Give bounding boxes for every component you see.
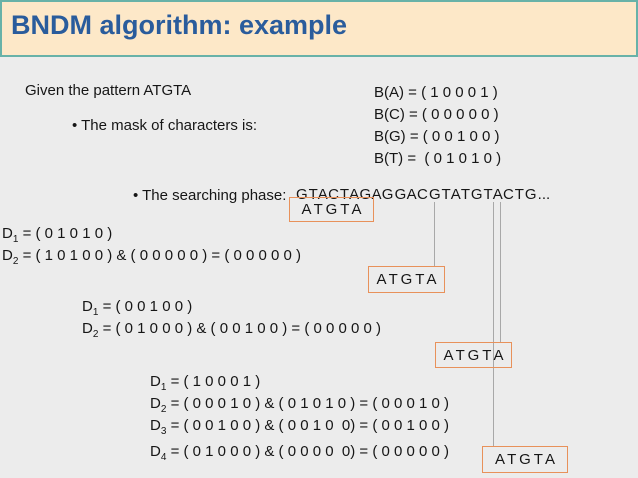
d-label: D (82, 298, 93, 315)
d-vector-text: = ( 0 0 0 1 0 ) & ( 0 1 0 1 0 ) = ( 0 0 … (166, 395, 450, 412)
d-label-subscript: 4 (160, 452, 167, 463)
d-label-subscript: 1 (92, 307, 99, 318)
pattern-box-1: A T G T A (289, 197, 374, 222)
d-label: D (150, 395, 161, 412)
pattern-box-2: A T G T A (368, 266, 445, 293)
given-pattern-text: Given the pattern ATGTA (25, 82, 192, 99)
d-label: D (2, 225, 13, 242)
d-label-subscript: 1 (160, 382, 167, 393)
d-label: D (150, 373, 161, 390)
d-label-subscript: 2 (160, 404, 167, 415)
d-vector-text: = ( 0 1 0 1 0 ) (18, 225, 113, 242)
d-label: D (82, 320, 93, 337)
alignment-line-2 (493, 202, 494, 447)
step-block-2: D1 = ( 0 0 1 0 0 ) D2 = ( 0 1 0 0 0 ) & … (82, 296, 381, 340)
d-vector-row: D4 = ( 0 1 0 0 0 ) & ( 0 0 0 0 0) = ( 0 … (150, 441, 449, 463)
d-vector-text: = ( 0 1 0 0 0 ) & ( 0 0 1 0 0 ) = ( 0 0 … (98, 320, 382, 337)
d-vector-row: D1 = ( 0 0 1 0 0 ) (82, 296, 381, 318)
d-vector-text: = ( 0 0 1 0 0 ) (98, 298, 193, 315)
d-vector-text: = ( 1 0 1 0 0 ) & ( 0 0 0 0 0 ) = ( 0 0 … (18, 247, 302, 264)
d-vector-row: D2 = ( 0 1 0 0 0 ) & ( 0 0 1 0 0 ) = ( 0… (82, 318, 381, 340)
alignment-line-3 (500, 202, 501, 342)
d-vector-row: D1 = ( 0 1 0 1 0 ) (2, 223, 301, 245)
pattern-box-2-label: A T G T A (376, 271, 437, 288)
pattern-box-4-label: A T G T A (495, 451, 555, 468)
d-label-subscript: 3 (160, 426, 167, 437)
mask-row-a: B(A) = ( 1 0 0 0 1 ) (374, 84, 498, 101)
pattern-box-1-label: A T G T A (301, 201, 362, 218)
mask-bullet-text: • The mask of characters is: (72, 117, 258, 134)
pattern-box-3: A T G T A (435, 342, 512, 368)
d-vector-row: D2 = ( 0 0 0 1 0 ) & ( 0 1 0 1 0 ) = ( 0… (150, 393, 449, 415)
step-block-3: D1 = ( 1 0 0 0 1 ) D2 = ( 0 0 0 1 0 ) & … (150, 371, 449, 463)
pattern-box-4: A T G T A (482, 446, 568, 473)
mask-table: B(A) = ( 1 0 0 0 1 ) B(C) = ( 0 0 0 0 0 … (374, 82, 501, 170)
pattern-box-3-label: A T G T A (443, 346, 504, 364)
d-label: D (150, 417, 161, 434)
mask-row-c: B(C) = ( 0 0 0 0 0 ) (374, 106, 499, 123)
d-label-subscript: 1 (12, 234, 19, 245)
d-label: D (2, 247, 13, 264)
mask-row-g: B(G) = ( 0 0 1 0 0 ) (374, 128, 500, 145)
slide-title: BNDM algorithm: example (11, 10, 348, 40)
d-vector-row: D3 = ( 0 0 1 0 0 ) & ( 0 0 1 0 0) = ( 0 … (150, 415, 449, 437)
d-label: D (150, 443, 161, 460)
d-vector-text: = ( 0 0 1 0 0 ) & ( 0 0 1 0 0) = ( 0 0 1… (166, 417, 450, 434)
d-vector-text: = ( 1 0 0 0 1 ) (166, 373, 261, 390)
step-block-1: D1 = ( 0 1 0 1 0 ) D2 = ( 1 0 1 0 0 ) & … (2, 223, 301, 267)
d-label-subscript: 2 (12, 256, 19, 267)
d-label-subscript: 2 (92, 329, 99, 340)
search-bullet-text: • The searching phase: (133, 187, 287, 204)
alignment-line-1 (434, 202, 435, 266)
mask-row-t: B(T) = ( 0 1 0 1 0 ) (374, 150, 502, 167)
d-vector-text: = ( 0 1 0 0 0 ) & ( 0 0 0 0 0) = ( 0 0 0… (166, 443, 450, 460)
d-vector-row: D1 = ( 1 0 0 0 1 ) (150, 371, 449, 393)
search-text: G T A C T A G A G G A C G T A T G T A C … (296, 186, 551, 203)
d-vector-row: D2 = ( 1 0 1 0 0 ) & ( 0 0 0 0 0 ) = ( 0… (2, 245, 301, 267)
title-bar: BNDM algorithm: example (0, 0, 638, 57)
